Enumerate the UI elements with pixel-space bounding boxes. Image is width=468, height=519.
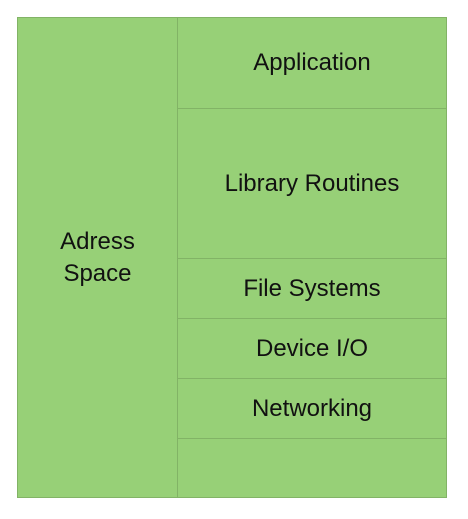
layer-library-routines: Library Routines — [178, 109, 446, 259]
layer-stack: Application Library Routines File System… — [178, 18, 446, 497]
layer-device-io-label: Device I/O — [255, 334, 369, 362]
layer-file-systems-label: File Systems — [243, 274, 381, 302]
layer-library-routines-label: Library Routines — [224, 169, 400, 197]
address-space-label: Adress Space — [60, 227, 135, 287]
layer-empty — [178, 439, 446, 497]
layer-networking: Networking — [178, 379, 446, 439]
address-space-diagram: Adress Space Application Library Routine… — [17, 17, 447, 498]
layer-networking-label: Networking — [251, 394, 373, 422]
address-space-block: Adress Space — [18, 18, 178, 497]
layer-application-label: Application — [253, 49, 371, 76]
layer-application: Application — [178, 18, 446, 109]
layer-device-io: Device I/O — [178, 319, 446, 379]
layer-file-systems: File Systems — [178, 259, 446, 319]
